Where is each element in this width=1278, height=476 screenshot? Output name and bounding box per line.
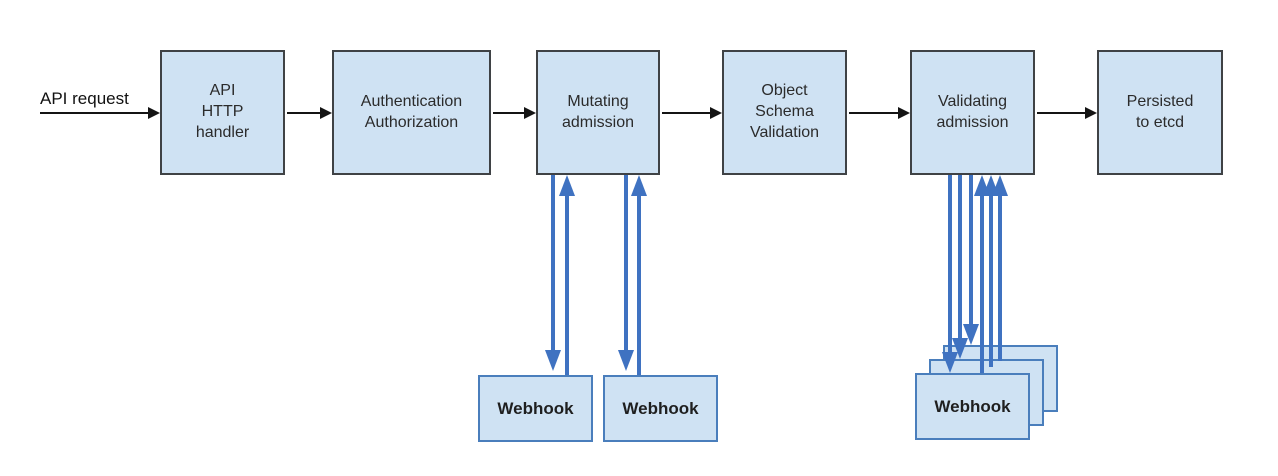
flow-arrow-handler-to-auth [287,107,332,119]
validating-webhook-call-arrow-2 [952,175,968,359]
flow-arrow-mutating-to-schema [662,107,722,119]
node-api-http-handler: API HTTP handler [160,50,285,175]
node-mutating-admission: Mutating admission [536,50,660,175]
node-object-schema-validation: Object Schema Validation [722,50,847,175]
mutating-webhook2-return-arrow [631,175,647,375]
validating-webhook-return-arrow-3 [992,175,1008,361]
validating-webhook-box-front: Webhook [915,373,1030,440]
node-authentication-authorization: Authentication Authorization [332,50,491,175]
api-request-arrow [40,107,160,119]
validating-webhook-call-arrow-3 [963,175,979,345]
flow-arrow-schema-to-validating [849,107,910,119]
validating-webhook-return-arrow-1 [974,175,990,373]
api-request-label: API request [40,89,129,108]
mutating-webhook-box-1: Webhook [478,375,593,442]
mutating-webhook1-return-arrow [559,175,575,375]
flow-arrow-validating-to-etcd [1037,107,1097,119]
mutating-webhook2-call-arrow [618,175,634,371]
mutating-webhook-box-2: Webhook [603,375,718,442]
validating-webhook-call-arrow-1 [942,175,958,373]
node-persisted-to-etcd: Persisted to etcd [1097,50,1223,175]
validating-webhook-return-arrow-2 [983,175,999,367]
node-validating-admission: Validating admission [910,50,1035,175]
mutating-webhook1-call-arrow [545,175,561,371]
flow-arrow-auth-to-mutating [493,107,536,119]
